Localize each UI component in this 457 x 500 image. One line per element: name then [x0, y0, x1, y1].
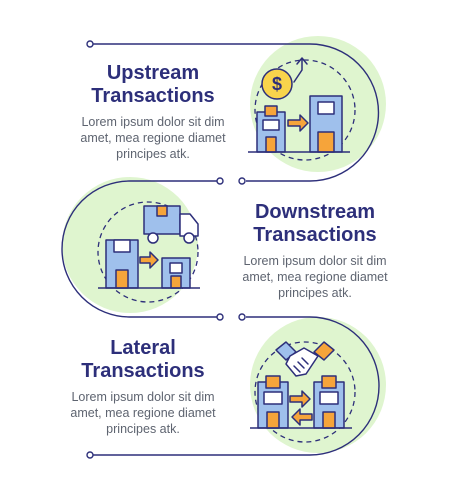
arrow-right-icon-3	[289, 390, 311, 408]
downstream-icon	[98, 205, 200, 289]
step-description: Lorem ipsum dolor sit dim amet, mea regi…	[38, 389, 248, 437]
description-line: amet, mea regione diamet	[70, 406, 216, 420]
connector-line	[61, 43, 380, 456]
step-downstream: Downstream Transactions Lorem ipsum dolo…	[210, 201, 420, 301]
step-description: Lorem ipsum dolor sit dim amet, mea regi…	[48, 114, 258, 162]
truck-icon	[143, 205, 199, 244]
description-line: Lorem ipsum dolor sit dim	[71, 390, 215, 404]
description-line: principes atk.	[278, 286, 352, 300]
description-line: amet, mea regione diamet	[242, 270, 388, 284]
lateral-icon	[250, 341, 352, 429]
dollar-symbol: $	[272, 74, 282, 94]
upstream-icon: $	[248, 57, 350, 153]
description-line: Lorem ipsum dolor sit dim	[81, 115, 225, 129]
dollar-coin-icon	[261, 68, 293, 100]
description-line: amet, mea regione diamet	[80, 131, 226, 145]
title-line: Downstream	[254, 201, 376, 223]
step-title: Lateral Transactions	[38, 337, 248, 383]
step-upstream: Upstream Transactions Lorem ipsum dolor …	[48, 62, 258, 162]
step-title: Downstream Transactions	[210, 201, 420, 247]
description-line: principes atk.	[116, 147, 190, 161]
step-description: Lorem ipsum dolor sit dim amet, mea regi…	[210, 253, 420, 301]
description-line: principes atk.	[106, 422, 180, 436]
arrow-left-icon	[291, 408, 313, 426]
handshake-icon	[275, 341, 335, 377]
title-line: Transactions	[91, 85, 215, 107]
step-title: Upstream Transactions	[48, 62, 258, 108]
dashed-rings	[97, 59, 356, 443]
connector-nodes	[86, 40, 246, 459]
arrow-right-icon	[287, 114, 309, 132]
title-line: Upstream	[106, 62, 200, 84]
arrow-up-icon	[293, 57, 308, 83]
title-line: Transactions	[253, 224, 377, 246]
title-line: Transactions	[81, 360, 205, 382]
description-line: Lorem ipsum dolor sit dim	[243, 254, 387, 268]
arrow-right-icon-2	[139, 251, 159, 269]
step-lateral: Lateral Transactions Lorem ipsum dolor s…	[38, 337, 248, 437]
title-line: Lateral	[110, 337, 176, 359]
